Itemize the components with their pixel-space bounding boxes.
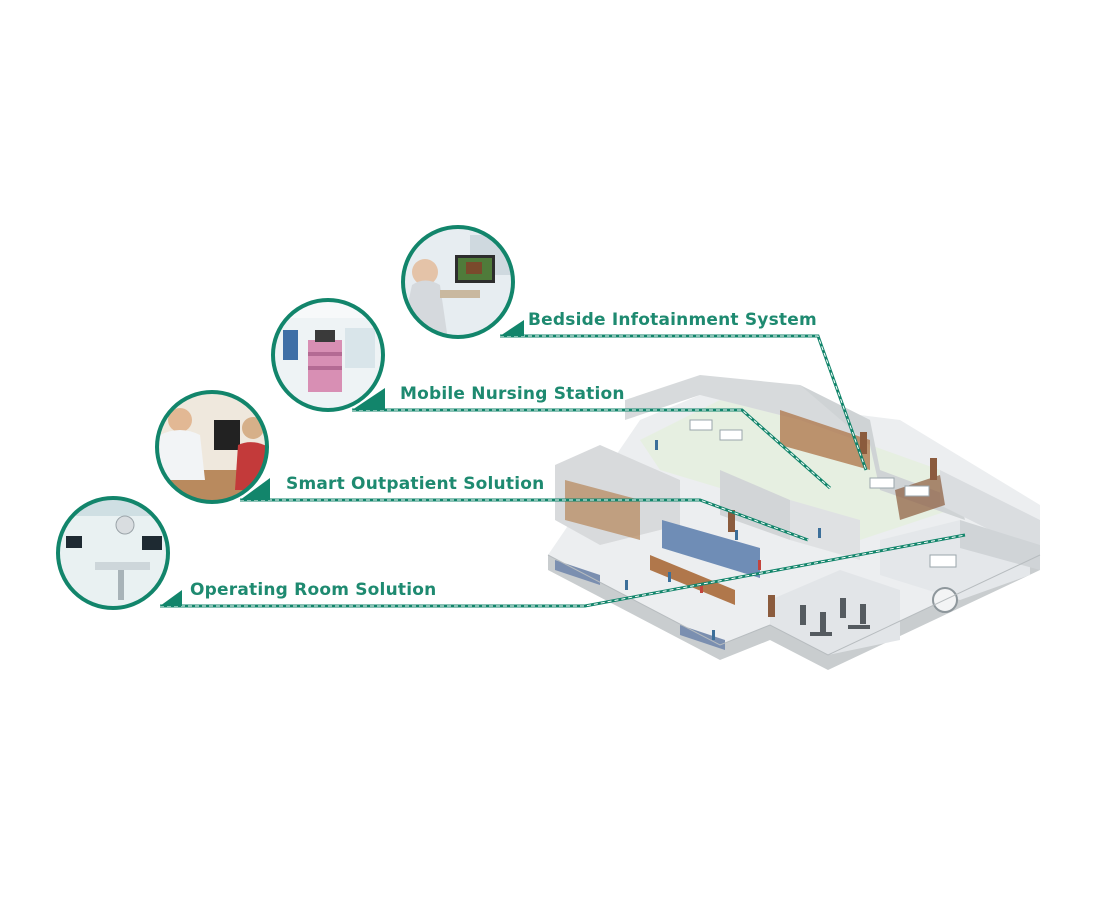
mobile-nursing-photo-icon (271, 298, 385, 412)
outpatient-consultation-photo-icon (155, 390, 270, 504)
smart-outpatient-label: Smart Outpatient Solution (286, 474, 545, 494)
hospital-floorplan-illustration (547, 375, 1041, 670)
bedside-infotainment-photo-icon (401, 225, 524, 339)
mobile-nursing-label: Mobile Nursing Station (400, 384, 625, 404)
connector-outpatient (240, 498, 809, 542)
operating-room-label: Operating Room Solution (190, 580, 437, 600)
operating-room-photo-icon (56, 496, 182, 610)
bedside-infotainment-label: Bedside Infotainment System (528, 310, 817, 330)
